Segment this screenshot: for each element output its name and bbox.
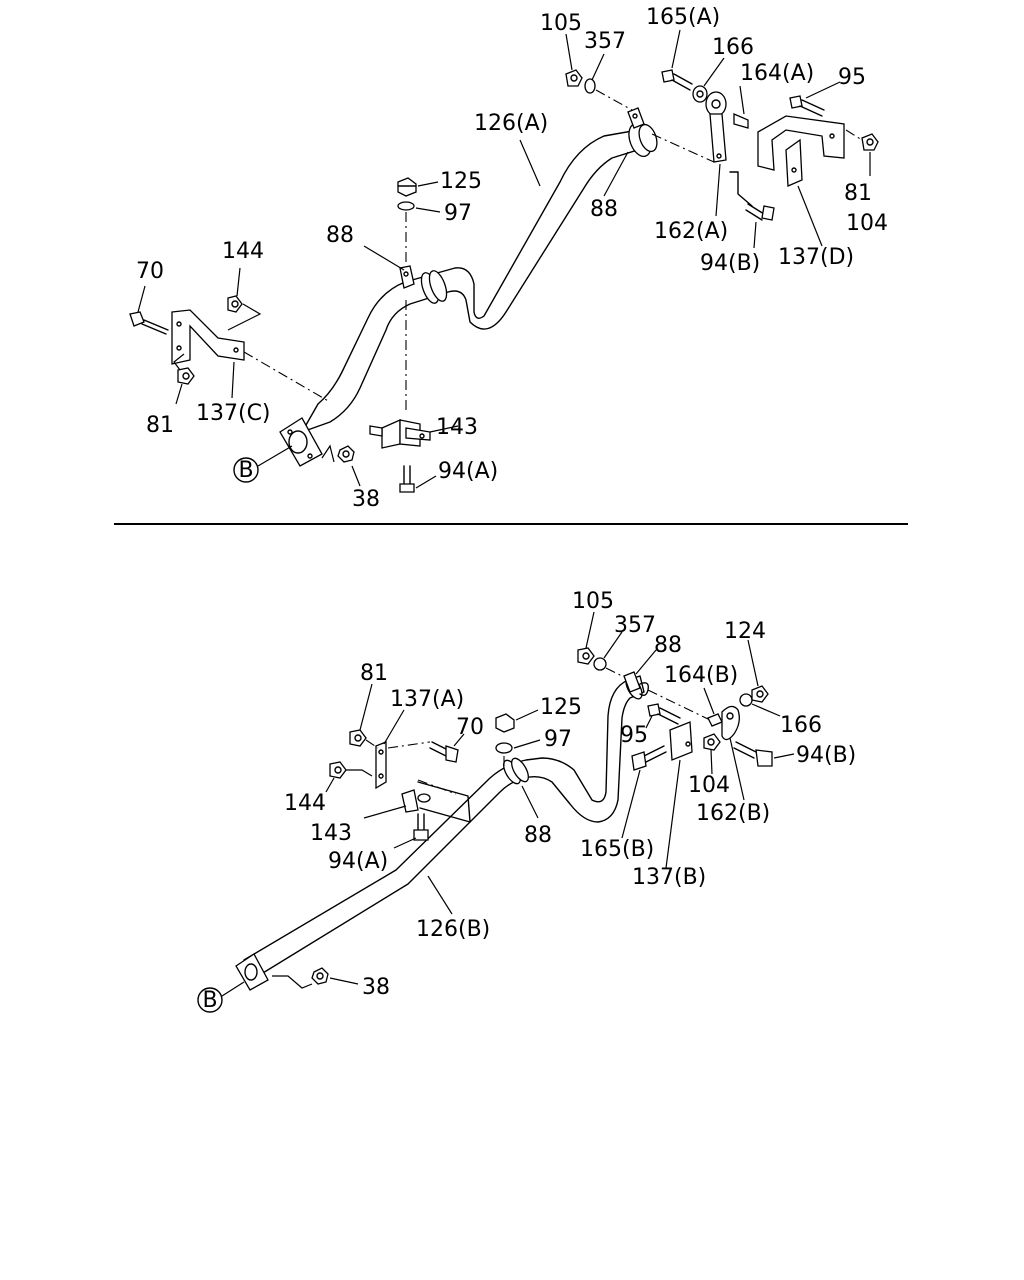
bolt-94b-upper xyxy=(729,171,775,249)
label-97-upper: 97 xyxy=(444,201,472,226)
hanger-162b xyxy=(721,705,745,801)
washer-357-upper xyxy=(584,53,605,94)
clamp-88-top-lower xyxy=(623,649,657,697)
nut-124-lower xyxy=(747,639,769,703)
label-124-lower: 124 xyxy=(724,619,766,644)
nut-105-upper xyxy=(565,33,583,87)
bolt-94a-lower xyxy=(393,813,429,849)
hanger-bracket-137b xyxy=(665,721,693,869)
label-165a: 165(A) xyxy=(646,5,720,30)
washer-357-lower xyxy=(593,631,623,671)
washer-97-lower xyxy=(495,739,541,754)
rubber-mount-143-upper xyxy=(369,418,459,449)
label-38-upper: 38 xyxy=(352,487,380,512)
label-166-upper: 166 xyxy=(712,35,754,60)
label-164b: 164(B) xyxy=(664,663,738,688)
label-81-lower: 81 xyxy=(360,661,388,686)
label-144-lower: 144 xyxy=(284,791,326,816)
washer-166-upper xyxy=(692,57,725,103)
label-88-right-upper: 88 xyxy=(590,197,618,222)
label-125-lower: 125 xyxy=(540,695,582,720)
label-166-lower: 166 xyxy=(780,713,822,738)
hanger-bracket-137d xyxy=(757,115,845,247)
nut-105-lower xyxy=(577,611,595,665)
nut-144-lower xyxy=(325,761,373,793)
label-94b-upper: 94(B) xyxy=(700,251,760,276)
nut-125-lower xyxy=(495,709,539,733)
label-143-lower: 143 xyxy=(310,821,352,846)
bolt-70-lower xyxy=(429,733,465,763)
connection-b-marker: B xyxy=(233,445,293,483)
nut-144-upper xyxy=(227,267,262,331)
label-137a: 137(A) xyxy=(390,687,464,712)
label-165b: 165(B) xyxy=(580,837,654,862)
bolt-165a xyxy=(661,29,693,91)
label-104-lower: 104 xyxy=(688,773,730,798)
upper-assembly: B xyxy=(129,5,888,512)
spacer-164b xyxy=(703,687,723,727)
label-95-lower: 95 xyxy=(620,723,648,748)
label-105-lower: 105 xyxy=(572,589,614,614)
nut-81-upper xyxy=(173,353,195,405)
label-38-lower: 38 xyxy=(362,975,390,1000)
label-126a: 126(A) xyxy=(474,111,548,136)
bolt-165b xyxy=(621,745,667,839)
label-162a: 162(A) xyxy=(654,219,728,244)
clamp-88-mid-upper xyxy=(363,245,415,289)
label-70-lower: 70 xyxy=(456,715,484,740)
hanger-bracket-137c xyxy=(171,309,245,365)
label-88-mid-lower: 88 xyxy=(524,823,552,848)
nut-104-lower xyxy=(703,733,721,775)
label-95-upper: 95 xyxy=(838,65,866,90)
nut-125-upper xyxy=(397,177,439,197)
bolt-70-upper xyxy=(129,285,169,335)
label-88-top-lower: 88 xyxy=(654,633,682,658)
label-81-left-upper: 81 xyxy=(146,413,174,438)
connection-b-marker-lower: B xyxy=(197,981,245,1013)
lower-assembly: B xyxy=(197,589,856,1013)
label-94b-lower: 94(B) xyxy=(796,743,856,768)
svg-text:B: B xyxy=(238,458,253,483)
svg-text:B: B xyxy=(202,988,217,1013)
bolt-95-lower xyxy=(645,703,681,729)
label-105-upper: 105 xyxy=(540,11,582,36)
nut-81-104-upper xyxy=(845,129,879,176)
hanger-162a xyxy=(705,91,727,217)
label-162b: 162(B) xyxy=(696,801,770,826)
bolt-94b-lower xyxy=(733,741,795,767)
inlet-flange xyxy=(279,417,323,467)
nut-38-upper xyxy=(321,444,361,487)
label-94a-upper: 94(A) xyxy=(438,459,498,484)
bolt-94a-upper xyxy=(399,465,437,493)
washer-97-upper xyxy=(397,201,441,213)
exhaust-pipe-126b xyxy=(243,675,645,977)
hanger-bracket-137a xyxy=(375,709,431,790)
label-97-lower: 97 xyxy=(544,727,572,752)
bolt-95-upper xyxy=(789,81,841,117)
nut-38-lower xyxy=(272,967,359,989)
label-126b: 126(B) xyxy=(416,917,490,942)
label-143-upper: 143 xyxy=(436,415,478,440)
rubber-mount-143-lower xyxy=(363,779,471,823)
inlet-flange-lower xyxy=(235,953,269,991)
label-357-upper: 357 xyxy=(584,29,626,54)
label-88-left-upper: 88 xyxy=(326,223,354,248)
label-357-lower: 357 xyxy=(614,613,656,638)
label-125-upper: 125 xyxy=(440,169,482,194)
label-94a-lower: 94(A) xyxy=(328,849,388,874)
nut-81-lower xyxy=(349,683,379,749)
label-104-upper: 104 xyxy=(846,211,888,236)
label-137b: 137(B) xyxy=(632,865,706,890)
label-164a: 164(A) xyxy=(740,61,814,86)
spacer-164a xyxy=(733,85,749,129)
clamp-88-top-upper xyxy=(627,107,645,129)
label-70-upper: 70 xyxy=(136,259,164,284)
label-144-upper: 144 xyxy=(222,239,264,264)
label-81-right-upper: 81 xyxy=(844,181,872,206)
label-137c: 137(C) xyxy=(196,401,271,426)
label-137d: 137(D) xyxy=(778,245,854,270)
